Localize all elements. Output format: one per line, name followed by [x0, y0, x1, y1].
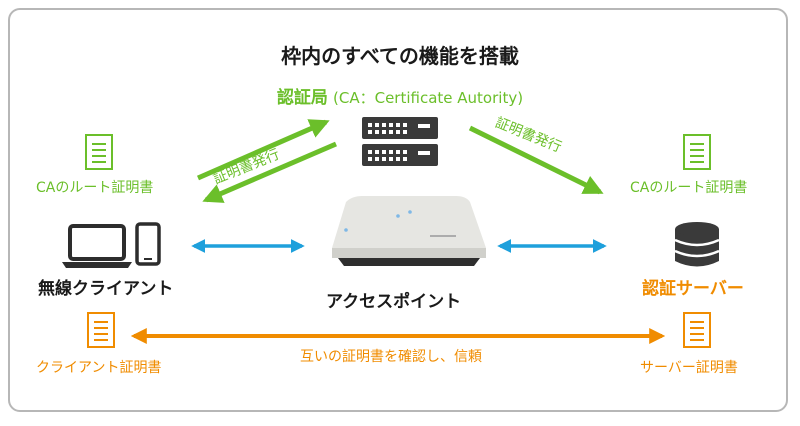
database-icon	[674, 222, 720, 267]
access-point-device	[332, 196, 486, 266]
ca-label: 認証局	[276, 88, 328, 108]
ap-label: アクセスポイント	[326, 292, 462, 312]
right-root-cert-label: CAのルート証明書	[630, 180, 748, 196]
smartphone-icon	[135, 222, 161, 266]
left-root-cert-label: CAのルート証明書	[36, 180, 154, 196]
client-cert-icon	[87, 312, 115, 348]
server-cert-icon	[683, 312, 711, 348]
client-label: 無線クライアント	[38, 279, 174, 299]
ca-subtitle: (CA：Certificate Autority)	[333, 89, 524, 107]
ca-heading: 認証局 (CA：Certificate Autority)	[0, 83, 800, 108]
mutual-trust-label: 互いの証明書を確認し、信頼	[300, 349, 482, 365]
issue-arrow-to-ca	[196, 119, 330, 181]
issue-arrow-to-server	[468, 125, 604, 195]
laptop-icon	[62, 224, 132, 268]
server-cert-label: サーバー証明書	[640, 360, 738, 376]
client-cert-label: クライアント証明書	[36, 360, 162, 376]
right-root-cert-icon	[683, 134, 711, 170]
server-label: 認証サーバー	[642, 279, 744, 299]
page-title: 枠内のすべての機能を搭載	[281, 44, 519, 68]
left-root-cert-icon	[85, 134, 113, 170]
issue-arrow-to-client	[202, 141, 337, 203]
ca-server-icon	[362, 117, 438, 166]
